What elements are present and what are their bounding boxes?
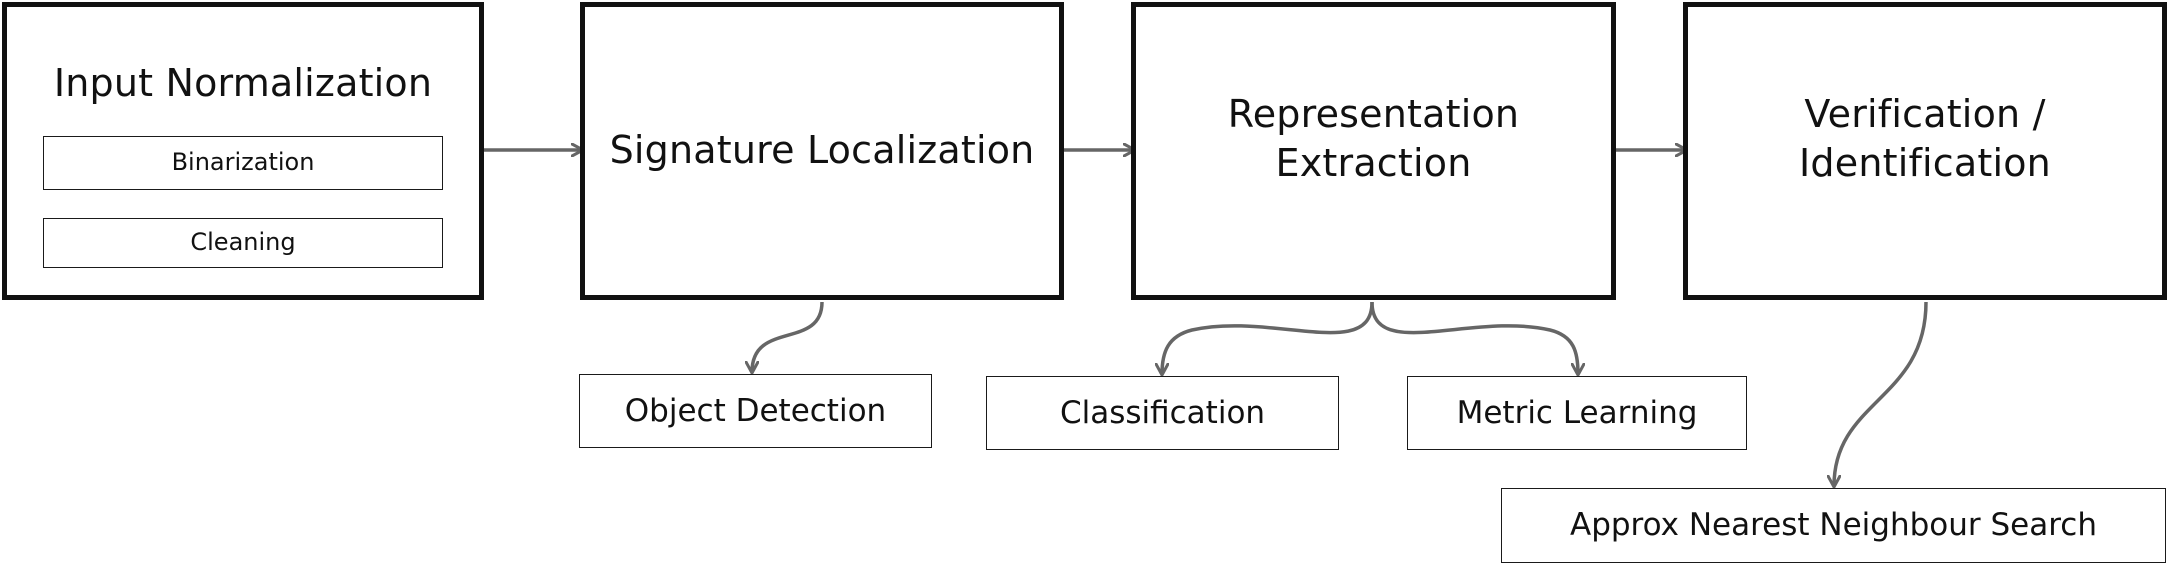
- stage-title: Signature Localization: [609, 128, 1035, 173]
- step-label: Binarization: [171, 148, 315, 177]
- stage-representation-extraction: Representation Extraction: [1131, 2, 1616, 300]
- method-object-detection: Object Detection: [579, 374, 932, 448]
- step-label: Cleaning: [190, 228, 296, 257]
- stage-title-line: Extraction: [1275, 141, 1472, 185]
- stage-title-line: Representation: [1227, 91, 1520, 136]
- stage-verification-identification: Verification / Identification: [1683, 2, 2167, 300]
- method-label: Approx Nearest Neighbour Search: [1570, 507, 2097, 544]
- arrow-representation-to-classification: [1162, 301, 1374, 374]
- stage-signature-localization: Signature Localization: [580, 2, 1064, 300]
- method-approx-nearest-neighbour-search: Approx Nearest Neighbour Search: [1501, 488, 2166, 563]
- stage-title: Input Normalization: [53, 61, 433, 105]
- method-classification: Classification: [986, 376, 1339, 450]
- arrow-localization-to-object-detection: [752, 301, 824, 372]
- method-label: Metric Learning: [1456, 394, 1698, 431]
- method-label: Classification: [1059, 394, 1266, 431]
- stage-title-line: Identification: [1799, 141, 2051, 185]
- method-metric-learning: Metric Learning: [1407, 376, 1747, 450]
- method-label: Object Detection: [624, 392, 887, 429]
- stage-title-line: Verification /: [1804, 91, 2046, 136]
- step-cleaning: Cleaning: [43, 218, 443, 268]
- arrow-representation-to-metric-learning: [1370, 301, 1578, 374]
- arrow-verification-to-ann-search: [1834, 301, 1928, 486]
- step-binarization: Binarization: [43, 136, 443, 190]
